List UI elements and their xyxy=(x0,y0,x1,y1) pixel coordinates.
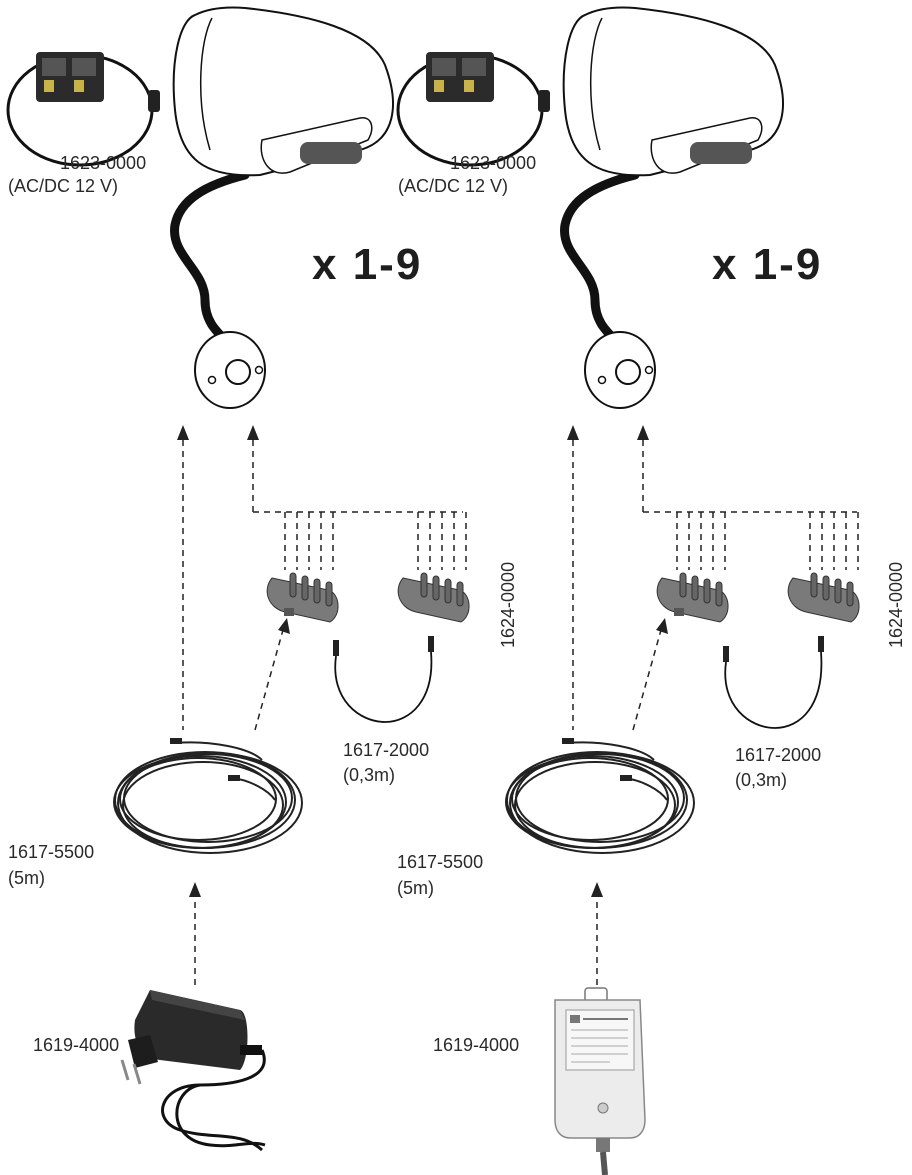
power-supply-part-label: 1619-4000 xyxy=(33,1035,120,1055)
long-cable-part-label: 1617-5500 xyxy=(397,852,484,872)
power-supply-part-label: 1619-4000 xyxy=(433,1035,520,1055)
quantity-label: x 1-9 xyxy=(712,240,823,289)
connector-power-label: (AC/DC 12 V) xyxy=(8,176,119,196)
short-cable-part-label: 1617-2000 xyxy=(735,745,822,765)
quantity-label: x 1-9 xyxy=(312,240,423,289)
short-cable-length-label: (0,3m) xyxy=(343,765,396,785)
long-cable-length-label: (5m) xyxy=(8,868,45,888)
long-cable-length-label: (5m) xyxy=(397,878,434,898)
long-cable-part-label: 1617-5500 xyxy=(8,842,95,862)
short-cable-length-label: (0,3m) xyxy=(735,770,788,790)
connector-power-label: (AC/DC 12 V) xyxy=(398,176,509,196)
connector-part-label: 1623-0000 xyxy=(60,153,147,173)
connector-part-label: 1623-0000 xyxy=(450,153,537,173)
short-cable-part-label: 1617-2000 xyxy=(343,740,430,760)
